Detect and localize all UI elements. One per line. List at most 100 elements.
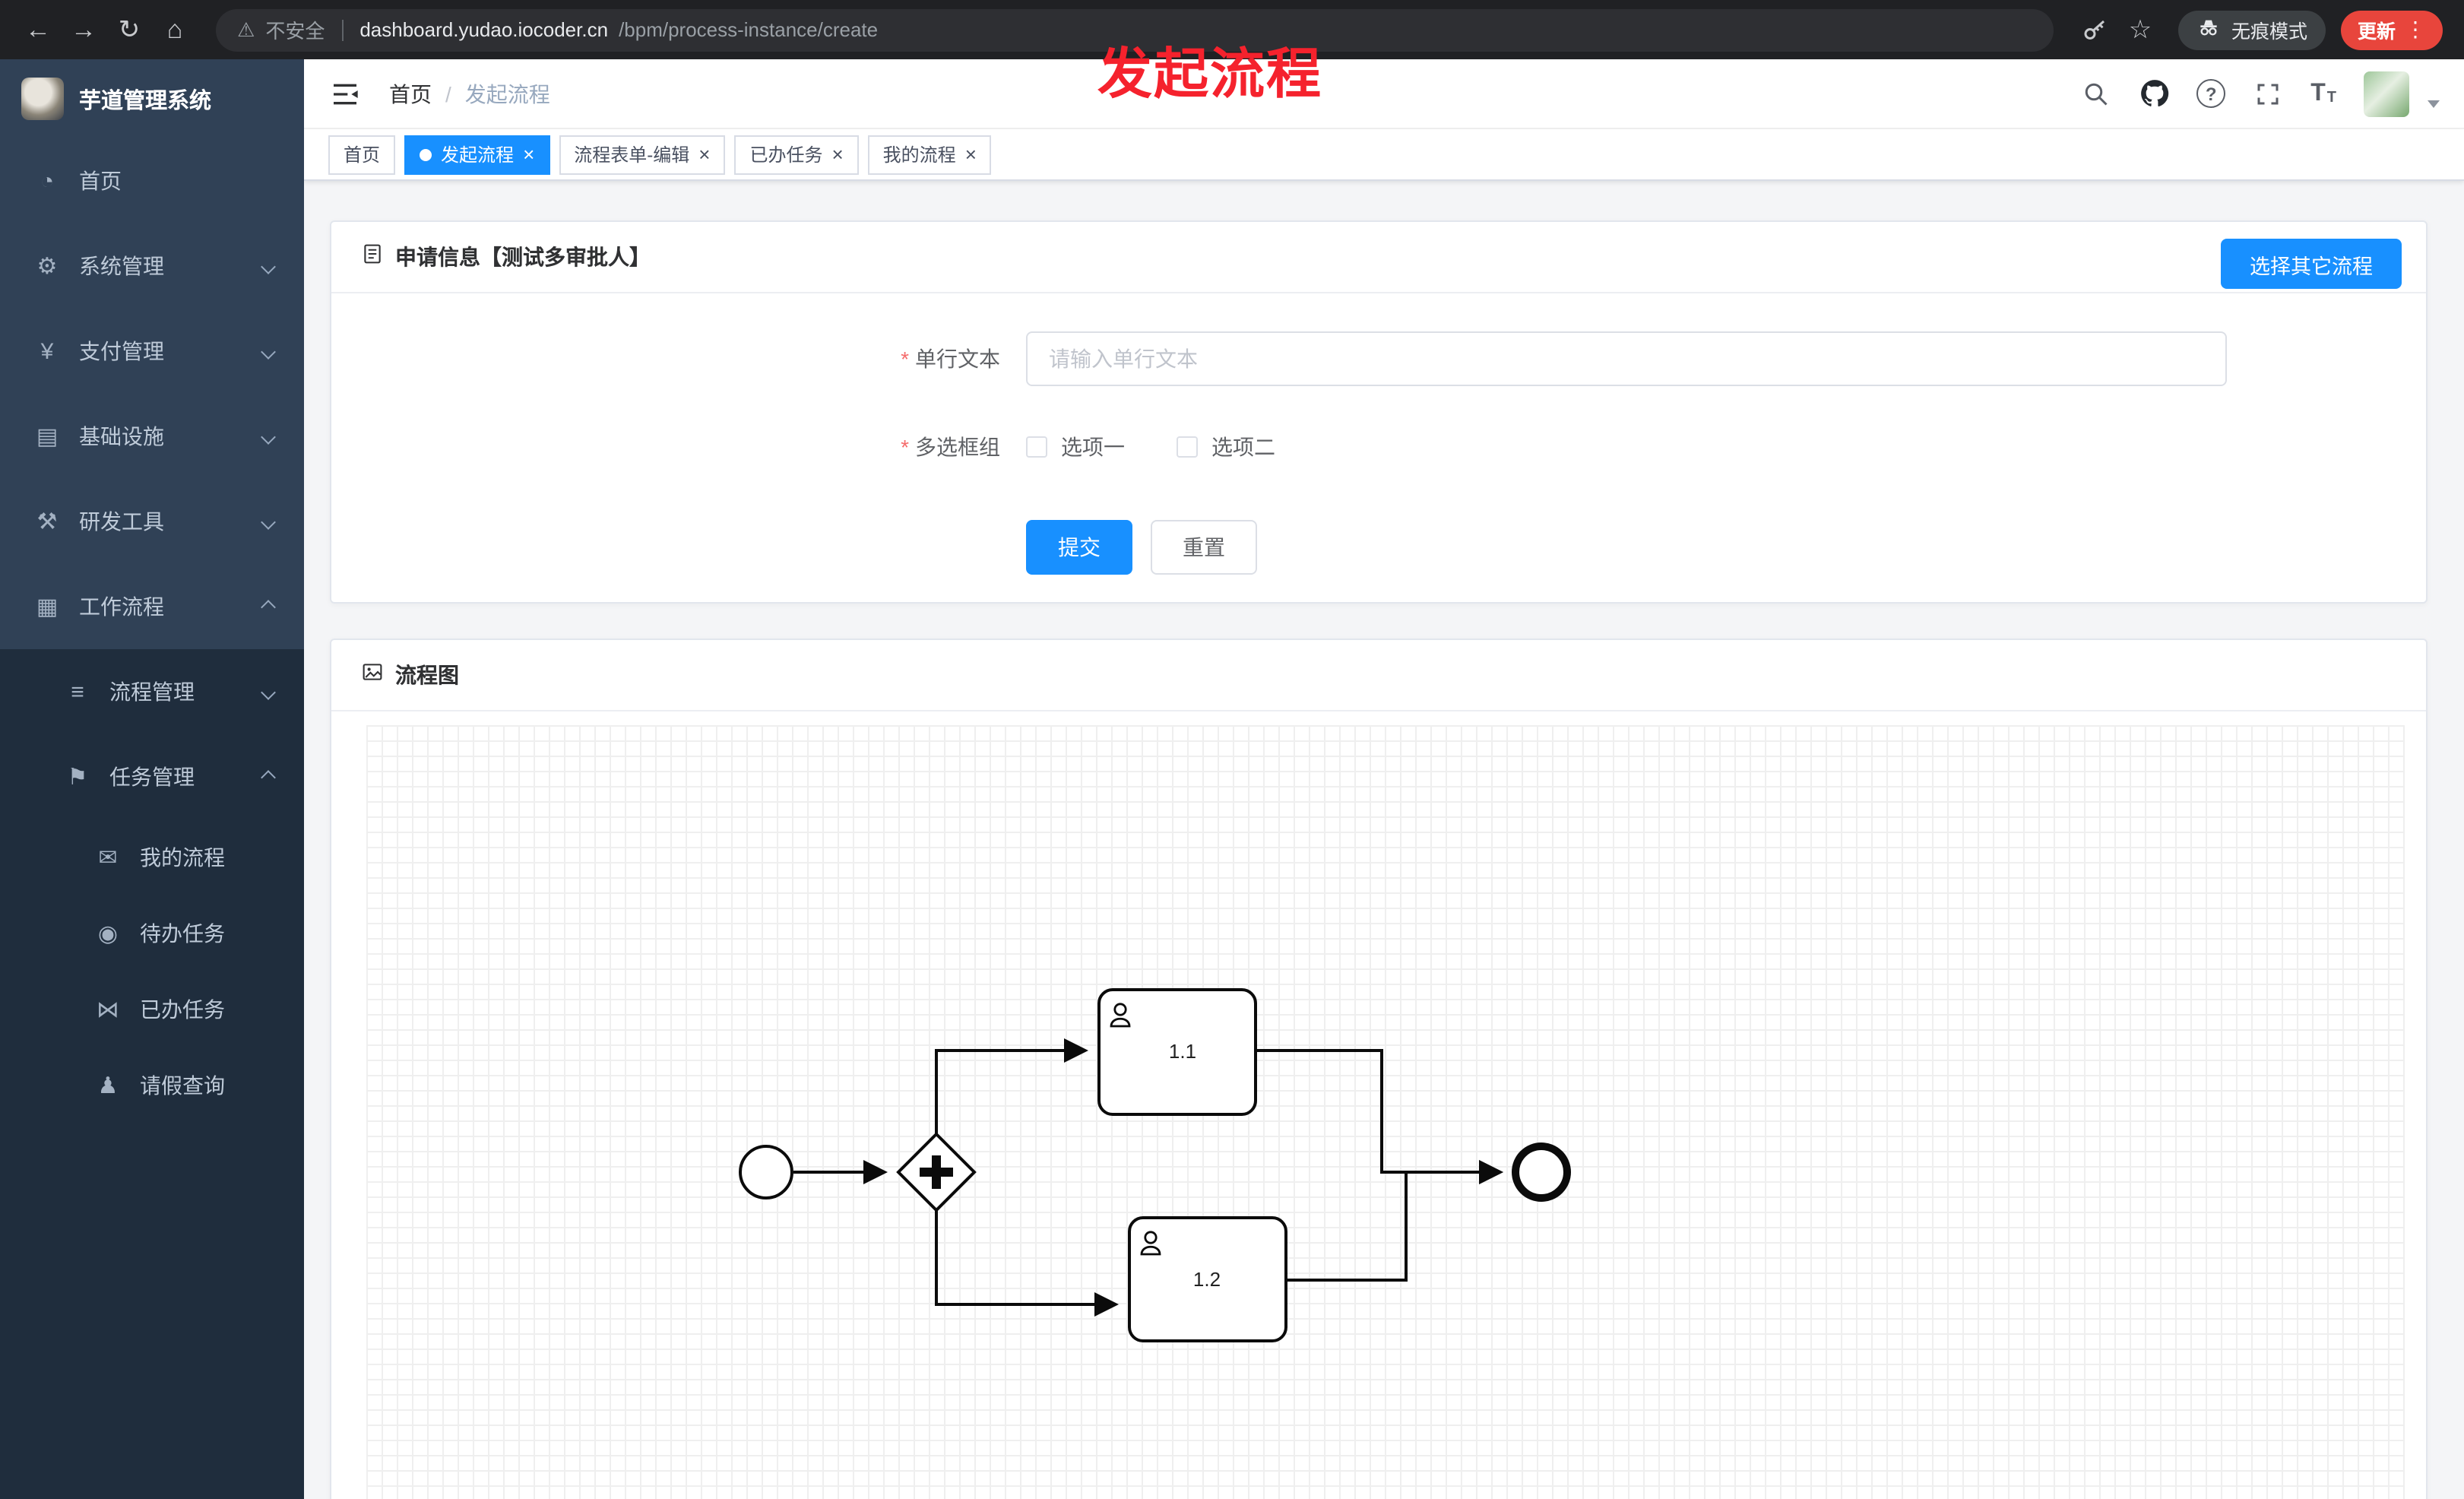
field-label-checkbox-group: *多选框组: [901, 435, 1000, 459]
done-task-icon: ⋈: [97, 997, 119, 1023]
sidebar-item-workflow[interactable]: ▦ 工作流程: [0, 564, 304, 649]
sidebar-collapse-icon[interactable]: [328, 77, 362, 110]
breadcrumb: 首页 / 发起流程: [389, 78, 550, 109]
checkbox-icon[interactable]: [1177, 436, 1198, 458]
browser-menu-dots-icon[interactable]: ⋮: [2405, 17, 2426, 41]
infrastructure-icon: ▤: [36, 424, 59, 450]
back-icon[interactable]: ←: [25, 14, 51, 43]
sidebar-item-my-process[interactable]: ✉ 我的流程: [0, 819, 304, 895]
tab-my-process[interactable]: 我的流程 ×: [867, 135, 992, 174]
refresh-icon[interactable]: ↻: [118, 14, 141, 43]
chevron-up-icon: [261, 769, 276, 784]
sidebar-item-dev-tools[interactable]: ⚒ 研发工具: [0, 479, 304, 564]
workflow-icon: ▦: [36, 594, 59, 620]
url-domain[interactable]: dashboard.yudao.iocoder.cn: [359, 18, 609, 41]
bpmn-canvas[interactable]: 1.1 1.2: [366, 725, 2405, 1499]
choose-other-process-button[interactable]: 选择其它流程: [2221, 239, 2402, 289]
form-row-checkbox: *多选框组 选项一 选项二: [331, 420, 2426, 474]
sidebar-item-payment-management[interactable]: ¥ 支付管理: [0, 309, 304, 394]
github-icon[interactable]: [2139, 78, 2169, 109]
forward-icon[interactable]: →: [71, 14, 97, 43]
fullscreen-icon[interactable]: [2253, 78, 2283, 109]
sidebar-item-task-management[interactable]: ⚑ 任务管理: [0, 734, 304, 819]
chevron-down-icon: [261, 344, 276, 359]
address-bar[interactable]: ⚠ 不安全 dashboard.yudao.iocoder.cn/bpm/pro…: [216, 8, 2054, 51]
tab-label: 我的流程: [882, 144, 956, 166]
main-content: 申请信息【测试多审批人】 选择其它流程 *单行文本 *多选框组: [304, 181, 2464, 1499]
close-icon[interactable]: ×: [523, 143, 535, 166]
sidebar-item-done-tasks[interactable]: ⋈ 已办任务: [0, 971, 304, 1047]
not-secure-icon: ⚠: [237, 17, 255, 40]
diagram-icon: [362, 661, 383, 689]
incognito-icon: [2196, 15, 2221, 44]
chevron-down-icon: [261, 514, 276, 529]
tags-view-bar: 首页 发起流程 × 流程表单-编辑 × 已办任务 × 我的流程 ×: [304, 129, 2464, 181]
sidebar-item-label: 已办任务: [140, 997, 225, 1022]
chevron-down-icon: [261, 258, 276, 274]
breadcrumb-home[interactable]: 首页: [389, 81, 432, 106]
breadcrumb-current: 发起流程: [464, 81, 550, 106]
search-icon[interactable]: [2081, 78, 2111, 109]
apply-info-card: 申请信息【测试多审批人】 选择其它流程 *单行文本 *多选框组: [330, 220, 2428, 604]
tools-icon: ⚒: [36, 509, 58, 535]
form-row-text: *单行文本: [331, 331, 2426, 386]
url-path[interactable]: /bpm/process-instance/create: [619, 18, 879, 41]
tab-done-tasks[interactable]: 已办任务 ×: [734, 135, 859, 174]
sidebar-item-label: 首页: [79, 169, 122, 193]
app-title: 芋道管理系统: [79, 89, 211, 113]
sidebar-item-todo-tasks[interactable]: ◉ 待办任务: [0, 895, 304, 971]
update-label: 更新: [2357, 21, 2396, 43]
bpmn-diagram: 1.1 1.2: [739, 988, 1571, 1342]
sidebar-item-label: 基础设施: [79, 424, 164, 448]
sidebar-item-label: 任务管理: [109, 765, 195, 789]
checkbox-option-2[interactable]: 选项二: [1177, 432, 1275, 462]
omnibox-divider: [341, 19, 344, 40]
apply-card-title: 申请信息【测试多审批人】: [395, 245, 651, 269]
user-avatar[interactable]: [2364, 71, 2409, 116]
checkbox-icon[interactable]: [1026, 436, 1047, 458]
bpmn-end-event[interactable]: [1512, 1142, 1571, 1202]
chevron-up-icon: [261, 599, 276, 614]
tab-home[interactable]: 首页: [328, 135, 396, 174]
sidebar-item-system-management[interactable]: ⚙ 系统管理: [0, 223, 304, 309]
close-icon[interactable]: ×: [964, 143, 977, 166]
tab-initiate-process[interactable]: 发起流程 ×: [404, 135, 550, 174]
reset-button[interactable]: 重置: [1151, 520, 1257, 575]
sidebar-item-home[interactable]: ◔ 首页: [0, 138, 304, 223]
bpmn-flow-gateway-task1[interactable]: [935, 1038, 1088, 1134]
checkbox-label: 选项二: [1211, 435, 1275, 459]
single-line-text-input[interactable]: [1026, 331, 2227, 386]
bpmn-start-event[interactable]: [739, 1145, 793, 1200]
update-button[interactable]: 更新 ⋮: [2340, 10, 2443, 49]
bpmn-flow-task2-end[interactable]: [1286, 1160, 1503, 1282]
close-icon[interactable]: ×: [831, 143, 844, 166]
help-icon[interactable]: ?: [2196, 79, 2226, 108]
avatar-caret-icon[interactable]: [2428, 100, 2440, 108]
sidebar-item-label: 研发工具: [79, 509, 164, 534]
tab-process-form-edit[interactable]: 流程表单-编辑 ×: [559, 135, 726, 174]
app-logo[interactable]: 芋道管理系统: [0, 59, 304, 138]
close-icon[interactable]: ×: [698, 143, 711, 166]
checkbox-option-1[interactable]: 选项一: [1026, 432, 1125, 462]
incognito-badge: 无痕模式: [2177, 10, 2326, 49]
breadcrumb-separator: /: [445, 81, 451, 106]
security-label[interactable]: 不安全: [265, 20, 325, 43]
bpmn-flow-task1-end[interactable]: [1256, 1049, 1503, 1184]
diagram-card-header: 流程图: [331, 640, 2426, 711]
home-icon[interactable]: ⌂: [166, 14, 183, 43]
bpmn-task-label: 1.1: [1169, 1040, 1196, 1063]
document-icon: [362, 242, 383, 271]
sidebar-item-leave-query[interactable]: ♟ 请假查询: [0, 1047, 304, 1123]
sidebar-item-label: 请假查询: [140, 1073, 225, 1098]
submit-button[interactable]: 提交: [1026, 520, 1132, 575]
sidebar-item-infrastructure[interactable]: ▤ 基础设施: [0, 394, 304, 479]
sidebar-item-label: 工作流程: [79, 594, 164, 619]
sidebar-item-process-management[interactable]: ≡ 流程管理: [0, 649, 304, 734]
bookmark-star-icon[interactable]: ☆: [2128, 14, 2152, 43]
form-row-actions: 提交 重置: [331, 520, 2426, 575]
password-key-icon[interactable]: [2072, 7, 2117, 52]
bpmn-flow-gateway-task2[interactable]: [935, 1210, 1119, 1317]
required-asterisk: *: [901, 347, 909, 371]
